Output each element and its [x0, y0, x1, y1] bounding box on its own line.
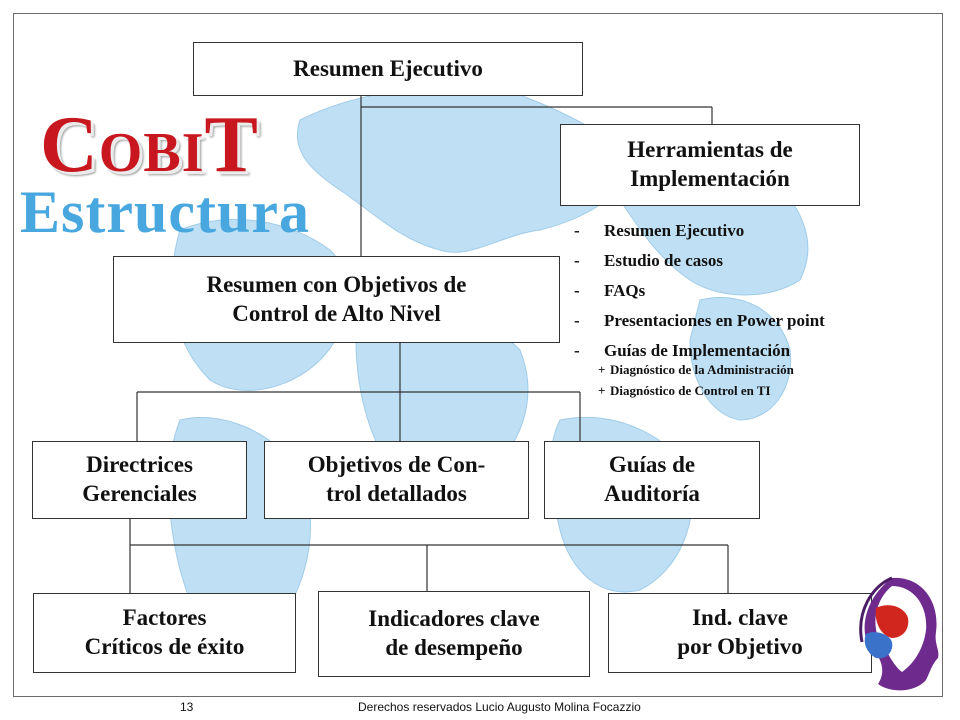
page-subtitle: Estructura [20, 179, 310, 245]
list-item: +Diagnóstico de la Administración [598, 362, 794, 377]
box-herramientas: Herramientas de Implementación [560, 124, 860, 206]
list-item: +Diagnóstico de Control en TI [598, 383, 771, 398]
box-resumen-ejecutivo: Resumen Ejecutivo [193, 42, 583, 96]
box-factores: Factores Críticos de éxito [33, 593, 296, 673]
box-indicadores: Indicadores clave de desempeño [318, 591, 590, 677]
box-resumen-objetivos: Resumen con Objetivos de Control de Alto… [113, 256, 560, 343]
list-item: -FAQs [574, 281, 646, 300]
tools-list: -Resumen Ejecutivo -Estudio de casos -FA… [574, 218, 825, 368]
box-guias-auditoria: Guías de Auditoría [544, 441, 760, 519]
list-item: -Guías de Implementación [574, 341, 791, 360]
box-directrices: Directrices Gerenciales [32, 441, 247, 519]
box-objetivos-detallados: Objetivos de Con- trol detallados [264, 441, 529, 519]
head-profile-emblem [859, 576, 939, 691]
page-number: 13 [180, 700, 194, 714]
slide-frame [13, 13, 943, 697]
cobit-logo: COBIT [40, 101, 259, 189]
diagnostics-list: +Diagnóstico de la Administración +Diagn… [598, 361, 794, 403]
list-item: -Presentaciones en Power point [574, 311, 825, 330]
list-item: -Resumen Ejecutivo [574, 221, 745, 240]
copyright-text: Derechos reservados Lucio Augusto Molina… [358, 700, 641, 714]
list-item: -Estudio de casos [574, 251, 724, 270]
box-ind-objetivo: Ind. clave por Objetivo [608, 593, 872, 673]
